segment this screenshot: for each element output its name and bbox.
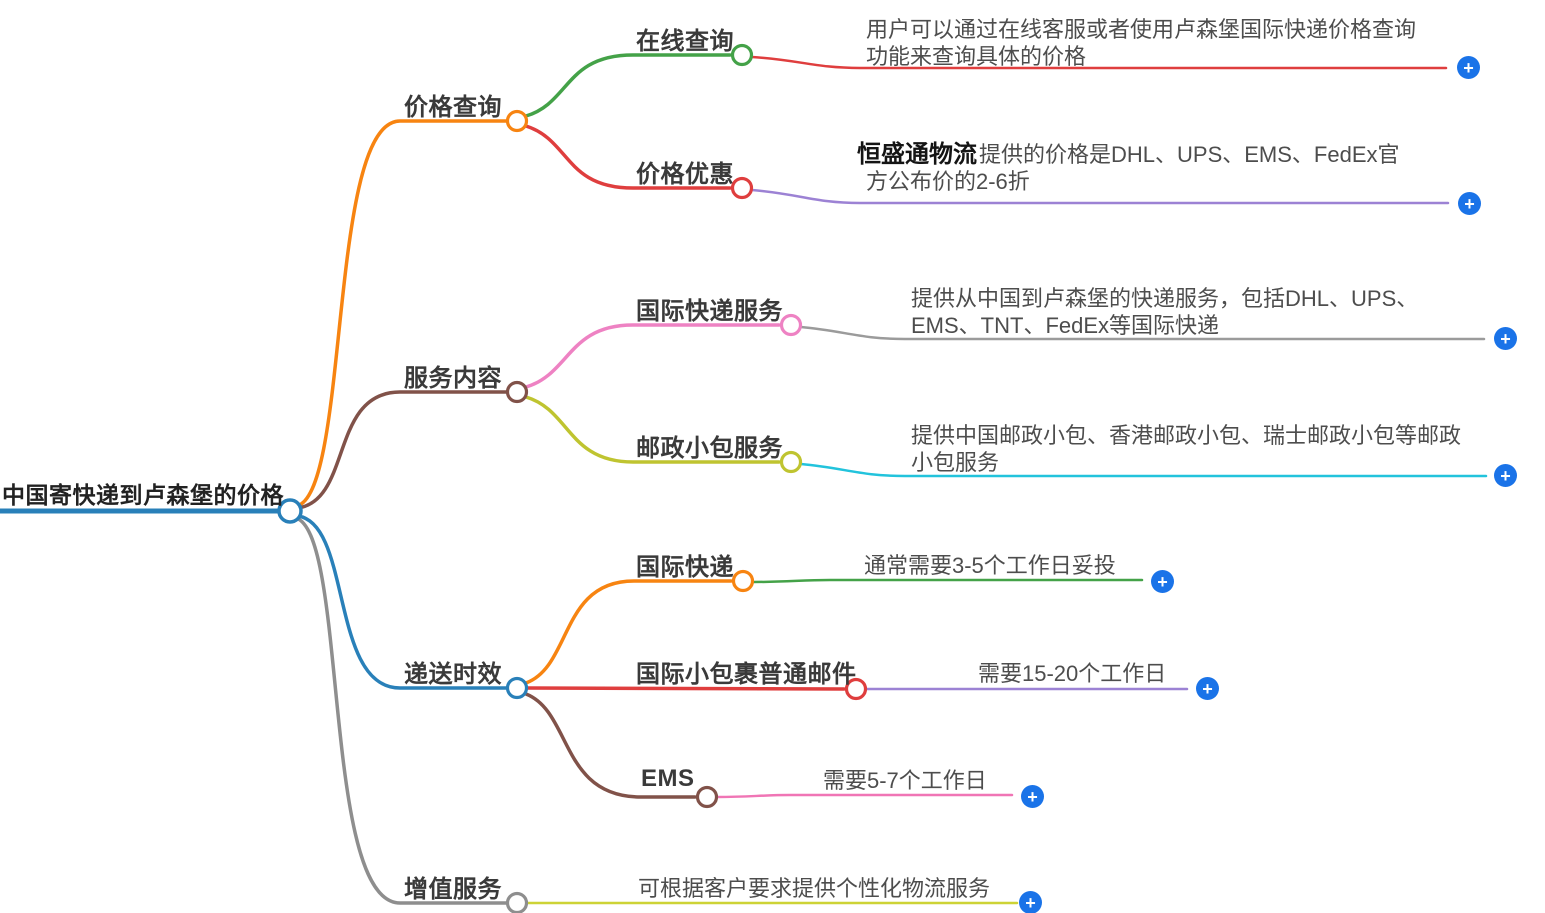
node-label-value-added[interactable]: 增值服务 (404, 876, 502, 903)
add-node-button-intl-express-service[interactable]: + (1494, 327, 1517, 350)
branch-curve-service-content (296, 390, 510, 510)
node-circle-price-inquiry[interactable] (505, 109, 529, 133)
node-label-service-content[interactable]: 服务内容 (404, 365, 502, 392)
leaf-text-intl-express[interactable]: 通常需要3-5个工作日妥投 (864, 553, 1116, 578)
node-circle-ems[interactable] (695, 785, 719, 809)
add-node-button-intl-small-parcel[interactable]: + (1196, 677, 1219, 700)
node-label-intl-express-service[interactable]: 国际快递服务 (636, 298, 783, 325)
node-label-online-inquiry[interactable]: 在线查询 (636, 28, 734, 55)
leaf-text-price-discount[interactable]: 恒盛通物流提供的价格是DHL、UPS、EMS、FedEx官 方公布价的2-6折 (857, 141, 1400, 194)
branch-curve-value-added (294, 516, 510, 905)
node-circle-intl-express-service[interactable] (779, 313, 803, 337)
leaf-line-intl-express-service (799, 325, 1486, 341)
node-circle-service-content[interactable] (505, 380, 529, 404)
node-label-price-discount[interactable]: 价格优惠 (636, 161, 734, 188)
leaf-line-online-inquiry (750, 55, 1448, 70)
sub-curve-ems (524, 692, 697, 799)
node-circle-delivery-time[interactable] (505, 676, 529, 700)
sub-curve-price-discount (524, 124, 732, 190)
node-circle-price-discount[interactable] (730, 176, 754, 200)
sub-curve-intl-express-service (524, 323, 781, 389)
node-label-intl-small-parcel[interactable]: 国际小包裹普通邮件 (636, 661, 857, 688)
node-circle-postal-parcel-service[interactable] (779, 450, 803, 474)
add-node-button-online-inquiry[interactable]: + (1457, 56, 1480, 79)
root-node-label[interactable]: 中国寄快递到卢森堡的价格 (2, 482, 284, 508)
leaf-line-ems (715, 793, 1014, 799)
leaf-line-postal-parcel-service (799, 462, 1488, 478)
leaf-line-intl-express (751, 578, 1144, 584)
leaf-text-postal-parcel-service[interactable]: 提供中国邮政小包、香港邮政小包、瑞士邮政小包等邮政 小包服务 (911, 423, 1462, 475)
sub-curve-intl-express (524, 579, 733, 685)
add-node-button-intl-express[interactable]: + (1151, 570, 1174, 593)
sub-line-intl-small-parcel (526, 686, 846, 691)
leaf-line-price-discount (750, 188, 1450, 205)
add-node-button-value-added[interactable]: + (1019, 891, 1042, 913)
node-circle-intl-small-parcel[interactable] (844, 677, 868, 701)
node-label-ems[interactable]: EMS (641, 765, 695, 792)
leaf-text-value-added[interactable]: 可根据客户要求提供个性化物流服务 (638, 876, 991, 901)
node-circle-online-inquiry[interactable] (730, 43, 754, 67)
company-name-highlight[interactable]: 恒盛通物流 (857, 141, 977, 168)
leaf-text-intl-express-service[interactable]: 提供从中国到卢森堡的快递服务，包括DHL、UPS、 EMS、TNT、FedEx等… (911, 286, 1419, 338)
sub-curve-online-inquiry (524, 53, 732, 118)
branch-curve-price-inquiry (295, 119, 510, 508)
node-circle-value-added[interactable] (505, 891, 529, 913)
leaf-text-ems[interactable]: 需要5-7个工作日 (823, 768, 987, 793)
branch-curve-delivery-time (296, 514, 510, 690)
node-label-intl-express[interactable]: 国际快递 (636, 554, 734, 581)
root-node-circle[interactable] (277, 498, 303, 524)
leaf-text-online-inquiry[interactable]: 用户可以通过在线客服或者使用卢森堡国际快递价格查询 功能来查询具体的价格 (866, 17, 1417, 69)
sub-curve-postal-parcel-service (524, 395, 781, 464)
leaf-text-intl-small-parcel[interactable]: 需要15-20个工作日 (978, 661, 1167, 686)
node-circle-intl-express[interactable] (731, 569, 755, 593)
node-label-delivery-time[interactable]: 递送时效 (404, 661, 502, 688)
node-label-price-inquiry[interactable]: 价格查询 (404, 94, 502, 121)
add-node-button-price-discount[interactable]: + (1458, 192, 1481, 215)
add-node-button-postal-parcel-service[interactable]: + (1494, 464, 1517, 487)
node-label-postal-parcel-service[interactable]: 邮政小包服务 (636, 435, 783, 462)
add-node-button-ems[interactable]: + (1021, 785, 1044, 808)
